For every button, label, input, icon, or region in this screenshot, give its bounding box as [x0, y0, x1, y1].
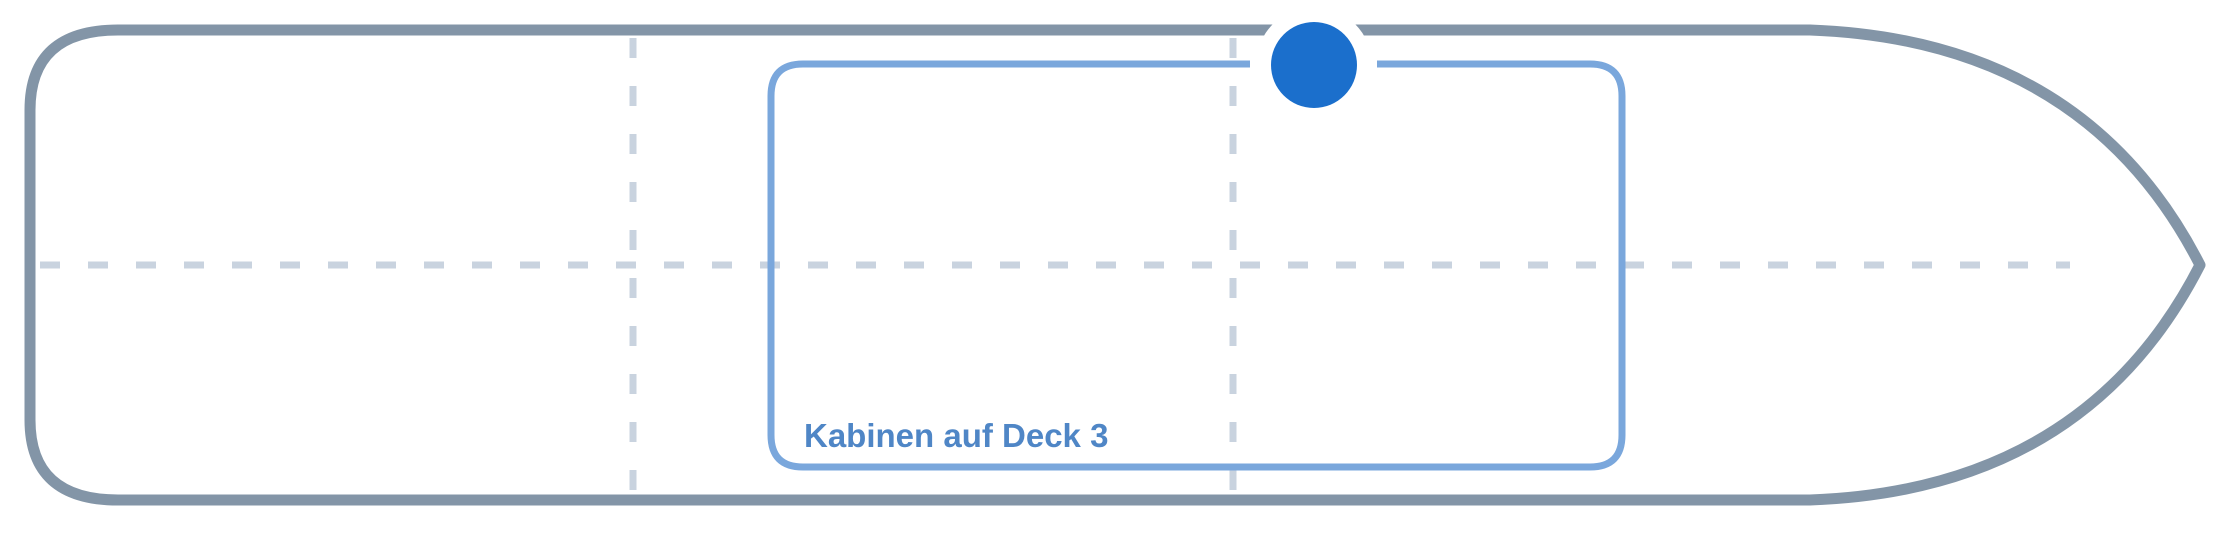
- deck-grid-lines: [40, 38, 2070, 492]
- cabin-zone-label: Kabinen auf Deck 3: [804, 417, 1108, 454]
- filled-circle-marker-icon[interactable]: [1271, 22, 1357, 108]
- ship-hull-outline: [24, 24, 2206, 506]
- cabin-zone-deck-3[interactable]: [767, 60, 1626, 471]
